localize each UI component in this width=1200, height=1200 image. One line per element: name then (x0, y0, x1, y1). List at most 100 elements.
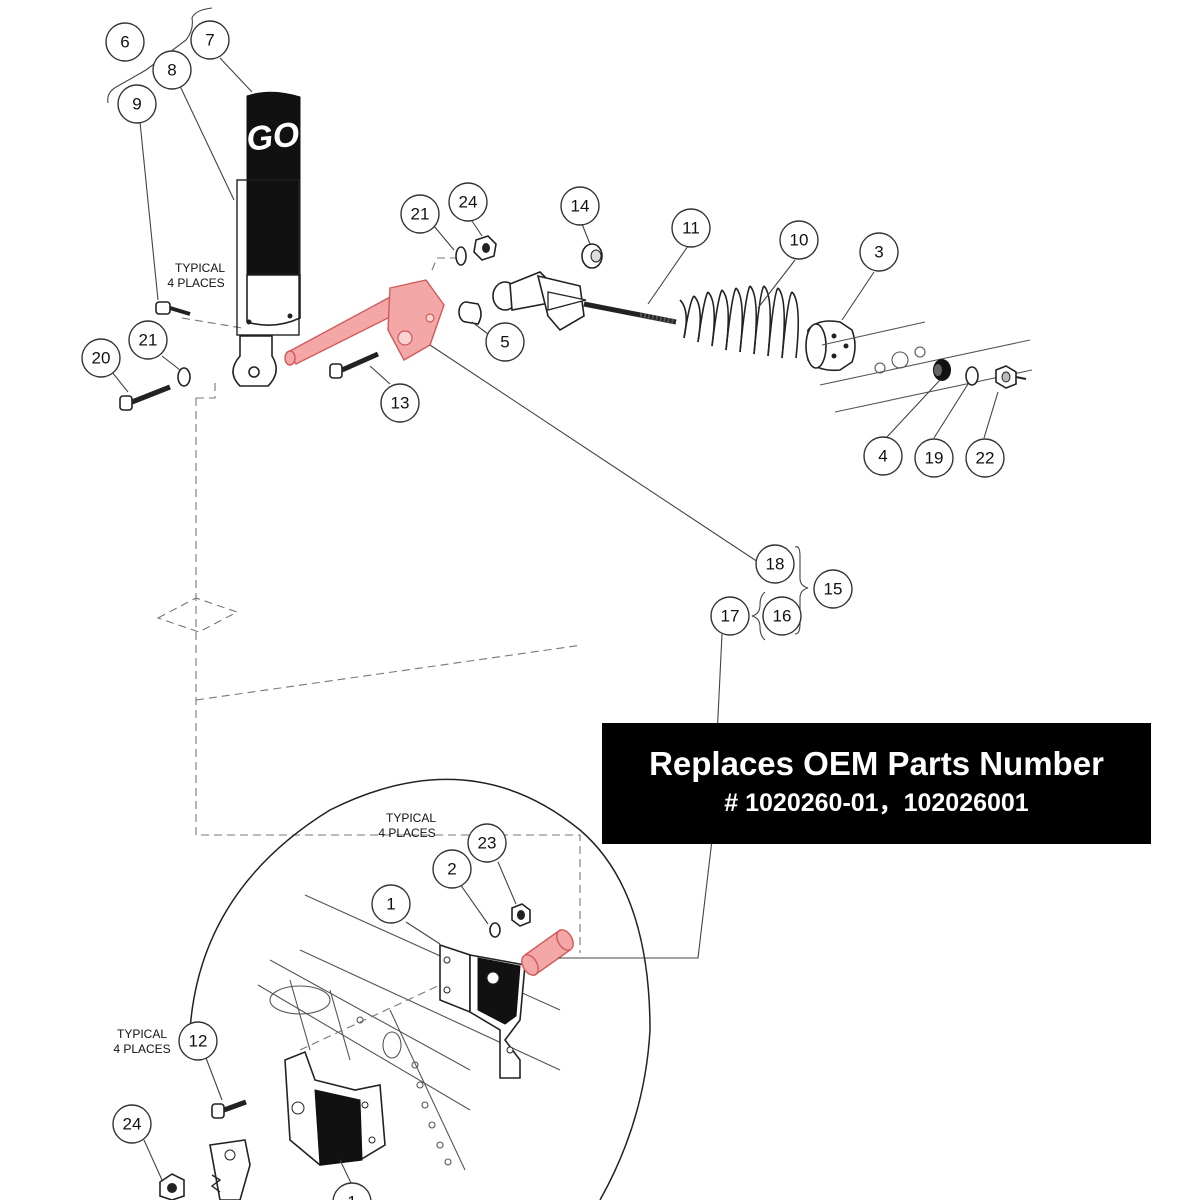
bushing-4-part (933, 359, 951, 381)
callout-1-lower: 1 (332, 1182, 372, 1200)
pedal-pad-part (246, 91, 301, 276)
svg-text:2: 2 (447, 860, 456, 879)
nut-24-upper-part (473, 235, 497, 261)
svg-text:18: 18 (766, 555, 785, 574)
screw-9-part (155, 301, 191, 316)
callout-21-left: 21 (128, 320, 168, 360)
bolt-13-part (329, 351, 380, 379)
callout-21-upper: 21 (400, 194, 440, 234)
svg-text:7: 7 (205, 31, 214, 50)
callout-24-lower: 24 (112, 1104, 152, 1144)
inset-frame-lines (257, 894, 561, 1171)
svg-text:10: 10 (790, 231, 809, 250)
svg-text:22: 22 (976, 449, 995, 468)
pedal-arm-part (232, 335, 277, 387)
pedal-arm-lower-part (209, 1139, 251, 1200)
svg-text:23: 23 (478, 834, 497, 853)
bushing-highlighted (521, 928, 574, 977)
dashed-guides (156, 257, 583, 953)
inset-detail (159, 778, 651, 1200)
callout-10: 10 (779, 220, 819, 260)
rod-end-part (492, 271, 677, 332)
bracket-1-lower-part (284, 1050, 386, 1166)
pedal-cover-part (236, 179, 300, 336)
callout-5: 5 (485, 322, 525, 362)
rivet-icon (246, 319, 252, 325)
callout-22: 22 (965, 438, 1005, 478)
pivot-hole-icon (248, 366, 260, 378)
callout-24-upper: 24 (448, 182, 488, 222)
svg-text:TYPICAL: TYPICAL (117, 1027, 167, 1041)
callout-17: 17 (710, 596, 750, 636)
note-typical-top: TYPICAL 4 PLACES (167, 261, 225, 290)
svg-text:3: 3 (874, 243, 883, 262)
svg-text:19: 19 (925, 449, 944, 468)
callout-11: 11 (671, 208, 711, 248)
svg-text:6: 6 (120, 33, 129, 52)
svg-text:21: 21 (139, 331, 158, 350)
svg-text:9: 9 (132, 95, 141, 114)
svg-text:1: 1 (386, 895, 395, 914)
callout-20: 20 (81, 338, 121, 378)
svg-text:8: 8 (167, 61, 176, 80)
svg-text:15: 15 (824, 580, 843, 599)
callout-7: 7 (190, 20, 230, 60)
spring-cup-3-part (805, 320, 856, 372)
note-typical-inset: TYPICAL 4 PLACES (378, 811, 436, 840)
bolt-20-part (119, 384, 171, 411)
svg-text:24: 24 (459, 193, 478, 212)
washer-19-part (965, 366, 979, 386)
spring-10-part (679, 285, 800, 359)
svg-text:24: 24 (123, 1115, 142, 1134)
svg-text:17: 17 (721, 607, 740, 626)
callout-19: 19 (914, 438, 954, 478)
bracket-1-upper-part (439, 943, 526, 1079)
svg-text:12: 12 (189, 1032, 208, 1051)
svg-text:13: 13 (391, 394, 410, 413)
note-typical-bottom: TYPICAL 4 PLACES (113, 1027, 170, 1056)
callout-23: 23 (467, 823, 507, 863)
bushing-5-part (458, 301, 482, 325)
callout-1-upper: 1 (371, 884, 411, 924)
svg-text:21: 21 (411, 205, 430, 224)
svg-text:16: 16 (773, 607, 792, 626)
callout-8: 8 (152, 50, 192, 90)
cap-14-part (581, 243, 603, 269)
washer-21-upper-part (455, 246, 467, 266)
banner-part-numbers: # 1020260-01，102026001 (724, 789, 1029, 817)
nut-22-part (995, 365, 1027, 389)
pedal-assembly: GO (232, 91, 302, 387)
svg-text:14: 14 (571, 197, 590, 216)
svg-text:11: 11 (682, 219, 700, 238)
svg-text:TYPICAL: TYPICAL (386, 811, 436, 825)
oem-parts-banner: Replaces OEM Parts Number # 1020260-01，1… (602, 723, 1151, 844)
pedal-cover-lower (246, 274, 301, 326)
callout-15: 15 (813, 569, 853, 609)
callout-2: 2 (432, 849, 472, 889)
inset-circle-outline (189, 778, 651, 1200)
rivet-icon (287, 313, 293, 319)
screw-12-part (211, 1099, 247, 1119)
callout-14: 14 (560, 186, 600, 226)
svg-text:20: 20 (92, 349, 111, 368)
svg-text:4 PLACES: 4 PLACES (167, 276, 224, 290)
callout-6: 6 (105, 22, 145, 62)
svg-text:4 PLACES: 4 PLACES (113, 1042, 170, 1056)
callout-9: 9 (117, 84, 157, 124)
callout-16: 16 (762, 596, 802, 636)
callout-13: 13 (380, 383, 420, 423)
svg-text:5: 5 (500, 333, 509, 352)
nut-23-part (511, 903, 531, 927)
svg-text:1: 1 (347, 1193, 356, 1200)
banner-title: Replaces OEM Parts Number (649, 745, 1104, 782)
svg-text:4 PLACES: 4 PLACES (378, 826, 435, 840)
svg-text:4: 4 (878, 447, 887, 466)
callout-4: 4 (863, 436, 903, 476)
go-label: GO (245, 115, 302, 158)
callout-18: 18 (755, 544, 795, 584)
washer-2-part (489, 922, 501, 938)
callout-12: 12 (178, 1021, 218, 1061)
callout-3: 3 (859, 232, 899, 272)
